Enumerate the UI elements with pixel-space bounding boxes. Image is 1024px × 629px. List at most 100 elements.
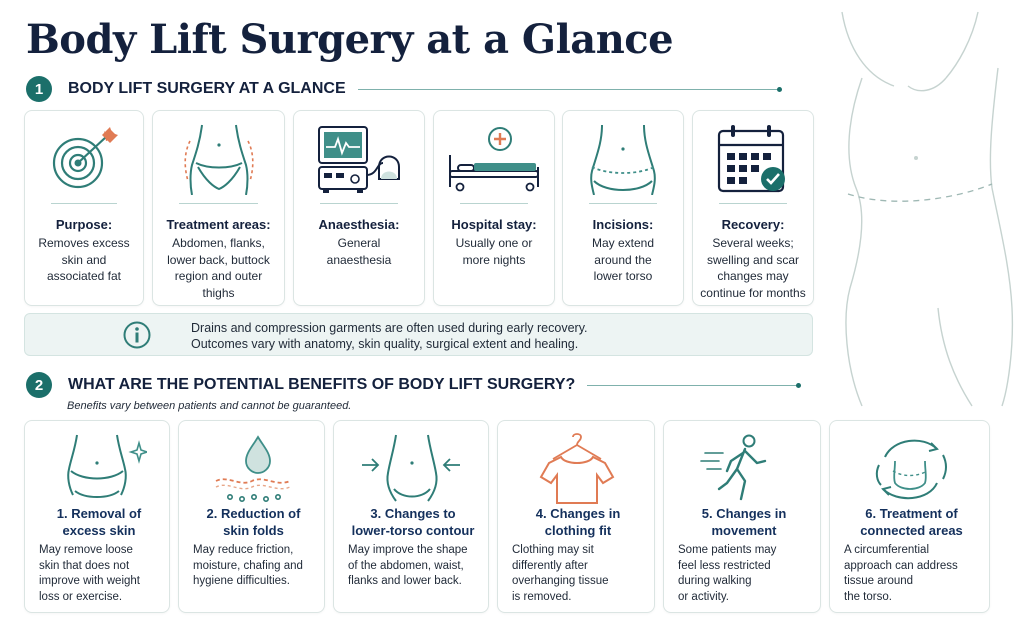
benefit-3-title: 3. Changes to lower-torso contour: [346, 505, 480, 539]
recovery-desc-line: Several weeks;: [712, 236, 794, 250]
benefit-card-3: 3. Changes to lower-torso contour May im…: [333, 420, 489, 613]
benefit-card-4: 4. Changes in clothing fit Clothing may …: [497, 420, 655, 613]
info-text: Drains and compression garments are ofte…: [191, 320, 588, 352]
incisions-desc-line: May extend: [591, 236, 655, 250]
benefit-desc-line: A circumferential: [844, 544, 930, 556]
anaesthesia-machine-icon: [318, 126, 400, 193]
overview-card-anaesthesia: Anaesthesia: General anaesthesia: [293, 110, 425, 306]
benefit-card-1: 1. Removal of excess skin May remove loo…: [24, 420, 170, 613]
benefit-desc-line: or activity.: [678, 590, 729, 603]
overview-card-incisions: Incisions: May extend around the lower t…: [562, 110, 684, 306]
benefit-desc-line: May reduce friction,: [193, 544, 294, 556]
benefit-desc-line: the torso.: [844, 590, 892, 603]
recovery-desc-line: swelling and scar: [706, 252, 800, 267]
benefit-6-desc: A circumferential approach can address t…: [844, 543, 981, 605]
benefit-desc-line: feel less restricted: [678, 559, 771, 572]
treatment-areas-desc-line: region and outer: [174, 269, 263, 283]
benefit-title-line: 2. Reduction of: [206, 506, 301, 521]
hospital-stay-desc-line: Usually one or: [455, 236, 533, 250]
hospital-stay-label: Hospital stay:: [451, 217, 537, 232]
circular-arrows-torso-icon: [875, 439, 947, 500]
info-icon: [123, 321, 151, 349]
incisions-desc-line: lower torso: [593, 269, 653, 283]
purpose-desc-line: skin and: [61, 252, 107, 267]
treatment-areas-label: Treatment areas:: [166, 217, 271, 232]
hospital-stay-desc: Usually one or more nights: [440, 235, 548, 268]
section-2-title: WHAT ARE THE POTENTIAL BENEFITS OF BODY …: [68, 376, 576, 393]
torso-arrows-icon: [362, 434, 460, 502]
info-line: Outcomes vary with anatomy, skin quality…: [191, 337, 579, 351]
tshirt-hanger-icon: [539, 433, 615, 504]
overview-card-purpose: Purpose: Removes excess skin and associa…: [24, 110, 144, 306]
benefit-desc-line: May improve the shape: [348, 544, 468, 556]
section-1-title: BODY LIFT SURGERY AT A GLANCE: [68, 80, 346, 97]
torso-dotted-icon: [183, 124, 254, 195]
treatment-areas-desc: Abdomen, flanks, lower back, buttock reg…: [159, 235, 278, 301]
treatment-areas-desc-line: lower back, buttock: [167, 252, 270, 267]
benefit-card-5: 5. Changes in movement Some patients may…: [663, 420, 821, 613]
recovery-desc-line: continue for months: [700, 285, 806, 300]
benefit-title-line: 5. Changes in: [701, 506, 787, 521]
benefits-disclaimer: Benefits vary between patients and canno…: [67, 400, 352, 412]
recovery-label: Recovery:: [721, 217, 785, 232]
benefit-5-desc: Some patients may feel less restricted d…: [678, 543, 812, 605]
treatment-areas-desc-line: thighs: [202, 285, 235, 300]
benefit-desc-line: differently after: [512, 559, 588, 572]
skin-droplet-icon: [215, 435, 290, 502]
benefit-title-line: skin folds: [223, 523, 284, 538]
benefit-desc-line: moisture, chafing and: [193, 559, 303, 572]
overview-card-recovery: Recovery: Several weeks; swelling and sc…: [692, 110, 814, 306]
benefit-card-6: 6. Treatment of connected areas A circum…: [829, 420, 990, 613]
anaesthesia-desc: General anaesthesia: [300, 235, 418, 268]
benefit-desc-line: improve with weight: [39, 575, 140, 587]
anaesthesia-label: Anaesthesia:: [318, 217, 400, 232]
benefit-desc-line: during walking: [678, 575, 752, 587]
benefit-title-line: 4. Changes in: [535, 506, 621, 521]
benefit-desc-line: flanks and lower back.: [348, 575, 462, 587]
benefit-desc-line: May remove loose: [39, 544, 133, 556]
hospital-stay-desc-line: more nights: [462, 252, 526, 267]
benefit-desc-line: hygiene difficulties.: [193, 575, 290, 587]
torso-sparkle-icon: [67, 434, 147, 498]
benefit-desc-line: tissue around: [844, 575, 914, 587]
overview-card-treatment-areas: Treatment areas: Abdomen, flanks, lower …: [152, 110, 285, 306]
benefit-6-title: 6. Treatment of connected areas: [842, 505, 981, 539]
info-banner: Drains and compression garments are ofte…: [24, 313, 813, 356]
walking-person-icon: [700, 434, 767, 501]
benefit-desc-line: overhanging tissue: [512, 575, 609, 587]
incisions-desc: May extend around the lower torso: [569, 235, 677, 285]
section-1-header: 1 BODY LIFT SURGERY AT A GLANCE: [26, 76, 782, 102]
benefit-desc-line: Some patients may: [678, 544, 777, 556]
benefit-title-line: excess skin: [62, 523, 136, 538]
incisions-label: Incisions:: [592, 217, 654, 232]
benefit-title-line: connected areas: [860, 523, 963, 538]
incisions-desc-line: around the: [594, 252, 652, 267]
benefit-title-line: clothing fit: [544, 523, 612, 538]
section-2-number: 2: [26, 372, 52, 398]
section-1-number: 1: [26, 76, 52, 102]
benefit-3-desc: May improve the shape of the abdomen, wa…: [348, 543, 480, 590]
benefit-desc-line: skin that does not: [39, 559, 130, 572]
benefit-title-line: lower-torso contour: [351, 523, 475, 538]
benefit-2-title: 2. Reduction of skin folds: [191, 505, 316, 539]
benefit-1-title: 1. Removal of excess skin: [37, 505, 161, 539]
recovery-desc: Several weeks; swelling and scar changes…: [699, 235, 807, 301]
benefit-4-title: 4. Changes in clothing fit: [510, 505, 646, 539]
benefit-desc-line: loss or exercise.: [39, 590, 123, 603]
treatment-areas-desc-line: Abdomen, flanks,: [172, 236, 265, 250]
info-line: Drains and compression garments are ofte…: [191, 321, 588, 335]
page-title: Body Lift Surgery at a Glance: [26, 16, 674, 63]
benefit-desc-line: approach can address: [844, 559, 958, 572]
benefit-title-line: movement: [711, 523, 777, 538]
calendar-check-icon: [717, 125, 785, 193]
target-icon: [52, 127, 118, 189]
hospital-bed-icon: [449, 127, 539, 192]
benefit-2-desc: May reduce friction, moisture, chafing a…: [193, 543, 316, 590]
purpose-desc-line: Removes excess: [38, 236, 130, 250]
benefit-desc-line: Clothing may sit: [512, 544, 594, 556]
overview-card-hospital-stay: Hospital stay: Usually one or more night…: [433, 110, 555, 306]
incision-torso-icon: [590, 124, 656, 195]
benefit-4-desc: Clothing may sit differently after overh…: [512, 543, 646, 605]
purpose-desc-line: associated fat: [46, 269, 122, 283]
benefit-card-2: 2. Reduction of skin folds May reduce fr…: [178, 420, 325, 613]
